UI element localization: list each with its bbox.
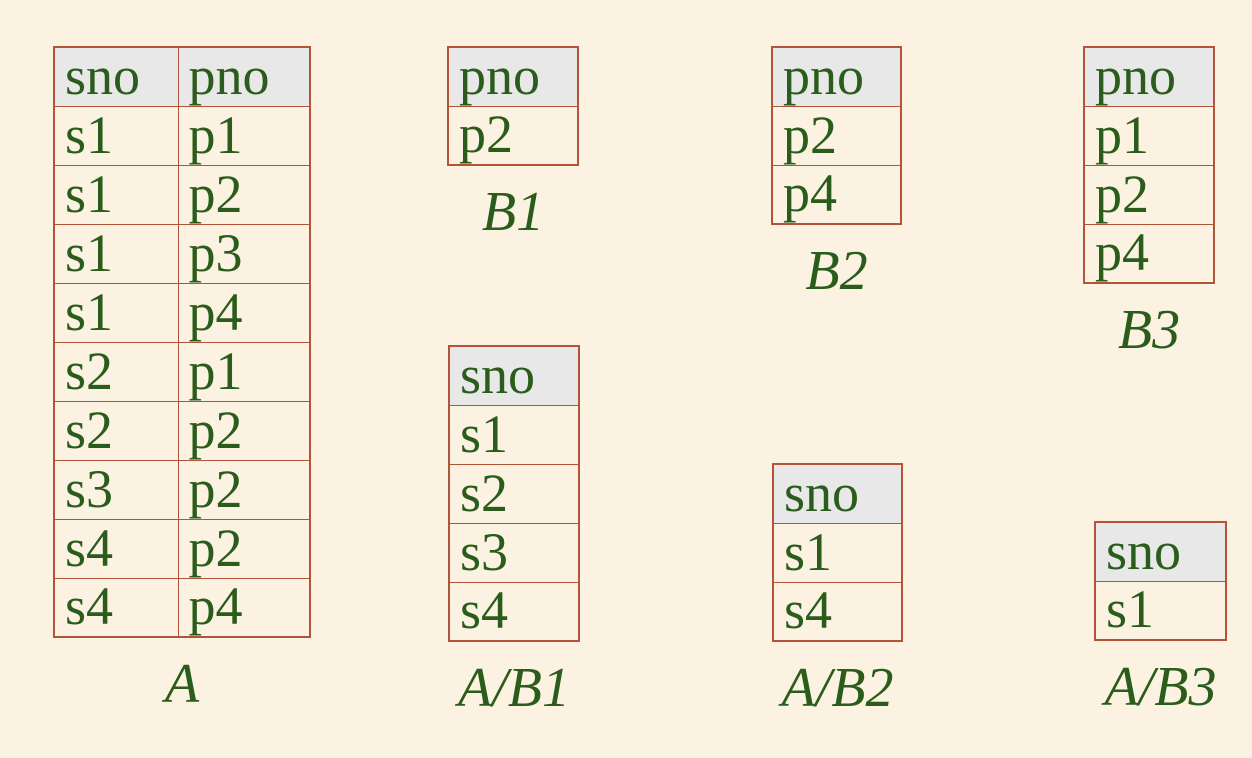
header-row: pno: [447, 46, 579, 107]
table-row: s1: [1094, 580, 1227, 641]
table-cell: p2: [177, 164, 311, 225]
table-row: p2: [447, 105, 579, 166]
table-row: p2: [771, 105, 902, 166]
table-cell: p2: [177, 459, 311, 520]
column-header: sno: [448, 345, 580, 406]
table-label-a-div-b1: A/B1: [458, 657, 570, 719]
table-cell: p2: [177, 400, 311, 461]
table-row: s4: [772, 581, 903, 642]
table-cell: p1: [177, 341, 311, 402]
table-row: s4: [448, 581, 580, 642]
table-cell: p4: [177, 577, 311, 638]
table-cell: s2: [53, 400, 179, 461]
table-row: s3: [448, 522, 580, 583]
column-header: pno: [447, 46, 579, 107]
table-label-a-div-b2: A/B2: [781, 657, 894, 719]
table-cell: s4: [53, 518, 179, 579]
table-label-b3: B3: [1117, 299, 1181, 361]
table-cell: s4: [53, 577, 179, 638]
table-cell: p2: [1083, 164, 1215, 225]
column-header: pno: [1083, 46, 1215, 107]
column-header: sno: [1094, 521, 1227, 582]
table-cell: s4: [772, 581, 903, 642]
table-cell: p2: [771, 105, 902, 166]
table-cell: s1: [53, 223, 179, 284]
table-label-a: A: [164, 653, 200, 715]
table-cell: s1: [53, 164, 179, 225]
column-header: sno: [53, 46, 179, 107]
table-row: p2: [1083, 164, 1215, 225]
table-cell: s1: [53, 282, 179, 343]
table-row: p1: [1083, 105, 1215, 166]
header-row: sno: [772, 463, 903, 524]
header-row: sno: [1094, 521, 1227, 582]
table-cell: s4: [448, 581, 580, 642]
table-label-a-div-b3: A/B3: [1104, 656, 1217, 718]
header-row: pno: [771, 46, 902, 107]
table-cell: s3: [448, 522, 580, 583]
table-cell: p4: [771, 164, 902, 225]
column-header: pno: [771, 46, 902, 107]
table-cell: p1: [177, 105, 311, 166]
header-row: pno: [1083, 46, 1215, 107]
table-cell: p2: [177, 518, 311, 579]
table-cell: p4: [177, 282, 311, 343]
table-cell: s2: [53, 341, 179, 402]
table-cell: s1: [53, 105, 179, 166]
table-row: s1: [772, 522, 903, 583]
table-cell: s2: [448, 463, 580, 524]
table-label-b1: B1: [481, 181, 545, 243]
table-row: p4: [771, 164, 902, 225]
table-cell: s1: [772, 522, 903, 583]
header-row: sno: [448, 345, 580, 406]
table-cell: p3: [177, 223, 311, 284]
column-header: pno: [177, 46, 311, 107]
table-row: s2: [448, 463, 580, 524]
table-cell: p2: [447, 105, 579, 166]
table-cell: s1: [448, 404, 580, 465]
table-row: p4: [1083, 223, 1215, 284]
table-row: s1: [448, 404, 580, 465]
table-cell: s3: [53, 459, 179, 520]
table-cell: p4: [1083, 223, 1215, 284]
column-header: sno: [772, 463, 903, 524]
table-cell: p1: [1083, 105, 1215, 166]
table-cell: s1: [1094, 580, 1227, 641]
table-label-b2: B2: [805, 240, 868, 302]
